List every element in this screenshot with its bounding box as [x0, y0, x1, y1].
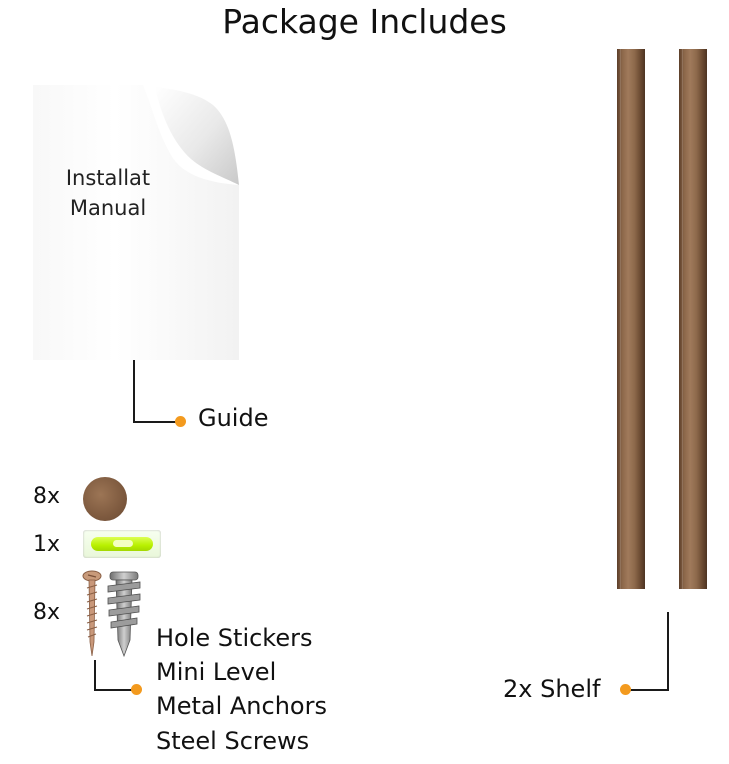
shelf-connector-horizontal: [628, 689, 669, 691]
manual-text-line2: Manual: [69, 196, 147, 220]
guide-dot: [175, 416, 186, 427]
accessory-label-steel-screws: Steel Screws: [156, 727, 310, 755]
level-vial: [91, 537, 153, 551]
accessory-connector-vertical: [94, 660, 96, 690]
mini-level-qty: 1x: [33, 532, 61, 557]
accessory-label-metal-anchors: Metal Anchors: [156, 692, 327, 720]
metal-anchor-icon: [107, 571, 141, 658]
steel-screw-icon: [82, 570, 102, 657]
manual-text: Installat Manual: [33, 163, 183, 223]
hole-sticker-icon: [83, 477, 127, 521]
shelf-label: 2x Shelf: [503, 675, 601, 703]
shelf-dot: [620, 684, 631, 695]
page-curl-icon: [143, 85, 239, 185]
shelf-connector-vertical: [667, 612, 669, 691]
manual-text-line1: Installat: [65, 166, 151, 190]
accessory-label-mini-level: Mini Level: [156, 658, 277, 686]
accessory-connector-horizontal: [94, 689, 134, 691]
shelf-board-2: [679, 49, 707, 589]
accessory-label-hole-stickers: Hole Stickers: [156, 624, 313, 652]
hole-sticker-qty: 8x: [33, 484, 61, 509]
shelf-board-1: [617, 49, 645, 589]
installation-manual-image: Installat Manual: [33, 85, 239, 360]
accessory-dot: [131, 684, 142, 695]
page-title: Package Includes: [222, 2, 507, 41]
guide-connector-vertical: [133, 360, 135, 423]
guide-label: Guide: [198, 404, 269, 432]
mini-level-icon: [83, 530, 161, 558]
guide-connector-horizontal: [133, 421, 179, 423]
screw-anchor-qty: 8x: [33, 600, 61, 625]
